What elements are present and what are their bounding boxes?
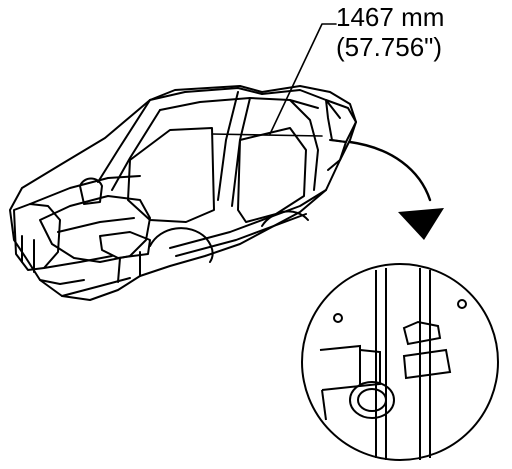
- rear-panel: [327, 139, 347, 171]
- curved-arrow-shaft: [348, 140, 432, 202]
- front-door-opening: [127, 127, 215, 223]
- detail-magnifier: [301, 263, 499, 461]
- detail-hole-left: [333, 313, 343, 323]
- a-pillar: [97, 99, 151, 183]
- detail-hole-right: [457, 299, 467, 309]
- rocker-panel-lower: [175, 213, 307, 257]
- body-outline: [9, 85, 357, 301]
- engine-bay-rail-right: [43, 255, 113, 269]
- front-wheel-arch: [149, 227, 214, 263]
- strut-tower: [79, 177, 103, 205]
- measurement-imperial: (57.756"): [336, 32, 443, 62]
- rear-wheel-arch: [261, 210, 309, 227]
- headlamp-mount: [99, 231, 151, 259]
- engine-bay-rail-left: [29, 175, 141, 205]
- detail-measure-point: [349, 381, 395, 419]
- callout-leader-line: [269, 23, 337, 135]
- detail-measure-point-inner: [357, 388, 387, 412]
- rear-window-frame: [261, 89, 341, 119]
- c-pillar: [289, 99, 319, 191]
- engine-bay-crossmember: [57, 217, 135, 233]
- floor-rail-2: [39, 279, 85, 285]
- frame-line-3: [117, 257, 121, 283]
- front-fender: [39, 195, 151, 263]
- detail-clip: [402, 320, 452, 380]
- detail-edge-line: [321, 389, 327, 421]
- floor-rail: [61, 277, 131, 297]
- measurement-metric: 1467 mm: [336, 2, 445, 32]
- curved-arrow-head: [398, 208, 444, 240]
- measurement-reference-line: [211, 133, 323, 137]
- a-pillar-inner: [111, 109, 161, 191]
- detail-circle: [301, 263, 499, 461]
- measurement-callout: 1467 mm (57.756"): [336, 2, 444, 62]
- roof-rail-left: [149, 87, 263, 101]
- b-pillar: [217, 91, 239, 201]
- rear-door-opening: [237, 127, 307, 223]
- detail-bracket: [319, 344, 381, 391]
- b-pillar-inner: [231, 97, 251, 207]
- rocker-panel: [169, 189, 327, 249]
- radiator-support: [13, 203, 61, 271]
